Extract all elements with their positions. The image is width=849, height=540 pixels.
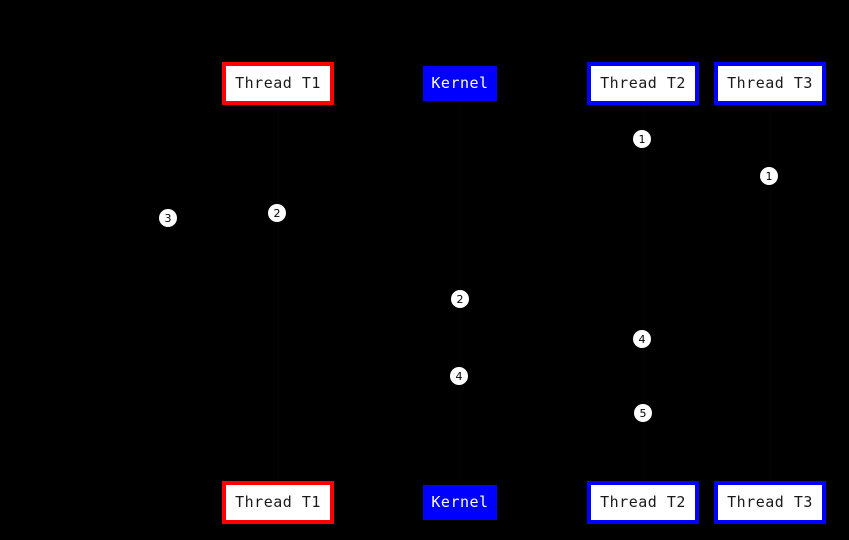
step-marker-m6: 4 <box>633 330 651 348</box>
step-marker-m4: 2 <box>268 204 286 222</box>
participant-head-kernel[interactable]: Kernel <box>423 66 497 101</box>
step-marker-number: 4 <box>638 332 646 346</box>
step-marker-number: 1 <box>765 169 773 183</box>
participant-label: Thread T1 <box>235 74 321 92</box>
participant-head-t3[interactable]: Thread T3 <box>714 62 826 105</box>
participant-head-t2[interactable]: Thread T2 <box>587 62 699 105</box>
step-marker-m1: 1 <box>633 130 651 148</box>
participant-label: Thread T3 <box>727 493 813 511</box>
participant-head-t1[interactable]: Thread T1 <box>222 62 334 105</box>
step-marker-number: 4 <box>455 369 463 383</box>
step-marker-number: 3 <box>164 211 172 225</box>
step-marker-m3: 3 <box>159 209 177 227</box>
step-marker-number: 1 <box>638 132 646 146</box>
step-marker-number: 2 <box>456 292 464 306</box>
lifeline-t2 <box>643 105 644 481</box>
participant-label: Thread T3 <box>727 74 813 92</box>
step-marker-m2: 1 <box>760 167 778 185</box>
step-marker-m7: 4 <box>450 367 468 385</box>
lifeline-t1 <box>278 105 279 481</box>
participant-foot-t1[interactable]: Thread T1 <box>222 481 334 524</box>
participant-label: Kernel <box>431 493 489 511</box>
participant-label: Thread T2 <box>600 493 686 511</box>
participant-label: Thread T2 <box>600 74 686 92</box>
participant-foot-t3[interactable]: Thread T3 <box>714 481 826 524</box>
participant-foot-t2[interactable]: Thread T2 <box>587 481 699 524</box>
participant-label: Thread T1 <box>235 493 321 511</box>
step-marker-number: 2 <box>273 206 281 220</box>
lifeline-t3 <box>770 105 771 481</box>
step-marker-m5: 2 <box>451 290 469 308</box>
step-marker-m8: 5 <box>634 404 652 422</box>
participant-label: Kernel <box>431 74 489 92</box>
participant-foot-kernel[interactable]: Kernel <box>423 485 497 520</box>
step-marker-number: 5 <box>639 406 647 420</box>
